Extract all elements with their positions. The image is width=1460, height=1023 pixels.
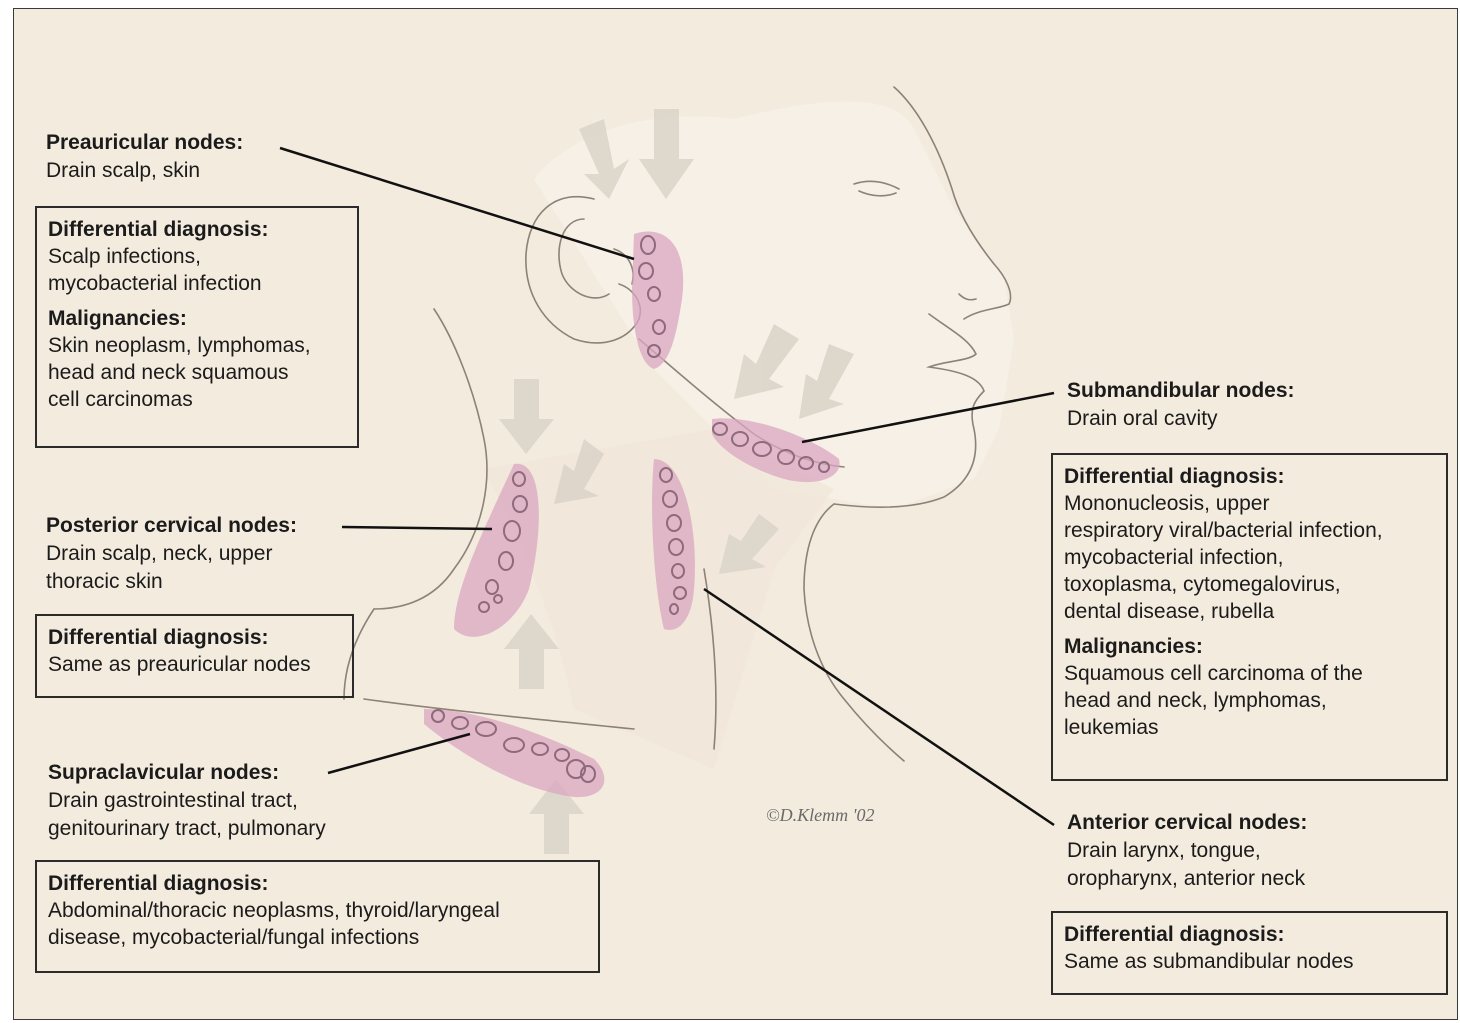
supraclavicular-node-region — [424, 709, 604, 797]
preauricular-mal-title: Malignancies: — [48, 305, 347, 332]
anterior-cervical-title: Anterior cervical nodes: — [1067, 809, 1307, 837]
submandibular-mal-title: Malignancies: — [1064, 633, 1436, 660]
preauricular-drain: Drain scalp, skin — [46, 157, 243, 185]
artist-signature: ©D.Klemm '02 — [766, 805, 875, 826]
posterior-cervical-dd-title: Differential diagnosis: — [48, 624, 342, 651]
diagram-frame: Preauricular nodes: Drain scalp, skin Di… — [13, 8, 1458, 1020]
posterior-cervical-label: Posterior cervical nodes: Drain scalp, n… — [46, 512, 297, 596]
preauricular-title: Preauricular nodes: — [46, 129, 243, 157]
submandibular-mal-text: Squamous cell carcinoma of the head and … — [1064, 660, 1436, 741]
preauricular-label: Preauricular nodes: Drain scalp, skin — [46, 129, 243, 185]
submandibular-dd-title: Differential diagnosis: — [1064, 463, 1436, 490]
anterior-cervical-dd-text: Same as submandibular nodes — [1064, 948, 1436, 975]
submandibular-title: Submandibular nodes: — [1067, 377, 1295, 405]
supraclavicular-diagnosis-box: Differential diagnosis: Abdominal/thorac… — [35, 860, 600, 973]
posterior-cervical-title: Posterior cervical nodes: — [46, 512, 297, 540]
submandibular-dd-text: Mononucleosis, upper respiratory viral/b… — [1064, 490, 1436, 625]
supraclavicular-title: Supraclavicular nodes: — [48, 759, 326, 787]
anterior-cervical-leader — [704, 589, 1054, 825]
supraclavicular-drain: Drain gastrointestinal tract, genitourin… — [48, 787, 326, 843]
preauricular-dd-text: Scalp infections, mycobacterial infectio… — [48, 243, 347, 297]
posterior-cervical-diagnosis-box: Differential diagnosis: Same as preauric… — [35, 614, 354, 698]
posterior-cervical-dd-text: Same as preauricular nodes — [48, 651, 342, 678]
supraclavicular-dd-text: Abdominal/thoracic neoplasms, thyroid/la… — [48, 897, 588, 951]
preauricular-mal-text: Skin neoplasm, lymphomas, head and neck … — [48, 332, 347, 413]
submandibular-diagnosis-box: Differential diagnosis: Mononucleosis, u… — [1051, 453, 1448, 781]
supraclavicular-leader — [328, 734, 470, 773]
submandibular-drain: Drain oral cavity — [1067, 405, 1295, 433]
preauricular-diagnosis-box: Differential diagnosis: Scalp infections… — [35, 206, 359, 448]
posterior-cervical-drain: Drain scalp, neck, upper thoracic skin — [46, 540, 297, 596]
supraclavicular-dd-title: Differential diagnosis: — [48, 870, 588, 897]
anterior-cervical-label: Anterior cervical nodes: Drain larynx, t… — [1067, 809, 1307, 893]
anterior-cervical-dd-title: Differential diagnosis: — [1064, 921, 1436, 948]
anterior-cervical-diagnosis-box: Differential diagnosis: Same as submandi… — [1051, 911, 1448, 995]
posterior-cervical-leader — [342, 527, 492, 529]
submandibular-label: Submandibular nodes: Drain oral cavity — [1067, 377, 1295, 433]
supraclavicular-label: Supraclavicular nodes: Drain gastrointes… — [48, 759, 326, 843]
anterior-cervical-drain: Drain larynx, tongue, oropharynx, anteri… — [1067, 837, 1307, 893]
preauricular-dd-title: Differential diagnosis: — [48, 216, 347, 243]
